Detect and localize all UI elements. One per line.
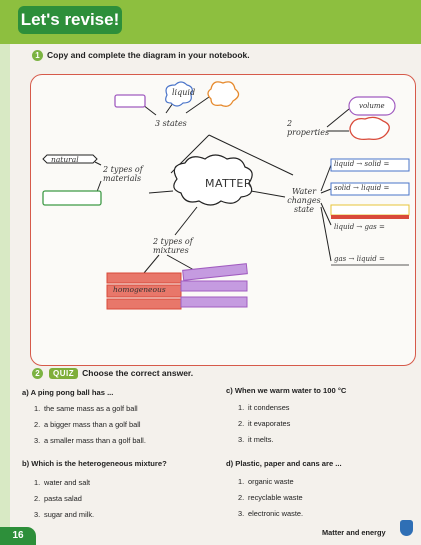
property-blob-red — [349, 116, 390, 141]
question-b-option-3[interactable]: 3.sugar and milk. — [34, 510, 95, 519]
change-row-1-box — [330, 158, 410, 172]
quiz-instruction: Choose the correct answer. — [82, 368, 194, 378]
question-a-option-3[interactable]: 3.a smaller mass than a golf ball. — [34, 436, 146, 445]
state-blob-orange — [207, 81, 240, 107]
change-1-from: liquid — [334, 160, 355, 168]
matter-cloud — [173, 154, 253, 206]
option-text: it evaporates — [248, 419, 291, 428]
change-4-to: liquid = — [356, 255, 385, 263]
question-b-option-1[interactable]: 1.water and salt — [34, 478, 91, 487]
link-water-2 — [320, 188, 332, 194]
change-3-from: liquid — [334, 223, 355, 231]
matter-label: MATTER — [205, 177, 252, 190]
shield-icon — [400, 520, 413, 536]
change-4-from: gas — [334, 255, 347, 263]
question-d-option-2[interactable]: 2.recyclable waste — [238, 493, 303, 502]
change-row-2-yellow — [330, 204, 410, 216]
link-matter-water — [250, 190, 286, 198]
side-stripe — [0, 44, 10, 545]
change-row-3: liquid → gas = — [334, 223, 385, 231]
question-d-option-3[interactable]: 3.electronic waste. — [238, 509, 304, 518]
question-d-option-1[interactable]: 1.organic waste — [238, 477, 294, 486]
link-water-3 — [320, 202, 332, 226]
question-b-option-2[interactable]: 2.pasta salad — [34, 494, 82, 503]
homogeneous-bar-top — [106, 272, 182, 284]
page-number: 16 — [0, 527, 36, 545]
link-states-liquid — [165, 102, 174, 114]
option-text: pasta salad — [44, 494, 82, 503]
homogeneous-bar-bottom — [106, 298, 182, 310]
option-text: water and salt — [44, 478, 91, 487]
water-changes-label: Water changes state — [287, 187, 321, 214]
task1-instruction: Copy and complete the diagram in your no… — [47, 50, 250, 60]
volume-label: volume — [359, 102, 385, 110]
link-water-1 — [320, 164, 332, 192]
question-a-option-1[interactable]: 1.the same mass as a golf ball — [34, 404, 138, 413]
change-row-4: gas → liquid = — [334, 255, 385, 263]
homogeneous-label: homogeneous — [113, 285, 166, 294]
natural-label: natural — [51, 155, 79, 164]
change-1-to: solid = — [364, 160, 390, 168]
task1-row: 1 Copy and complete the diagram in your n… — [32, 50, 250, 62]
change-2-from: solid — [334, 184, 351, 192]
types-materials-label: 2 types of materials — [103, 165, 143, 183]
question-b: b) Which is the heterogeneous mixture? — [22, 459, 167, 468]
states-label: 3 states — [155, 119, 187, 128]
question-c-option-3[interactable]: 3.it melts. — [238, 435, 274, 444]
option-text: organic waste — [248, 477, 294, 486]
option-text: a smaller mass than a golf ball. — [44, 436, 146, 445]
change-2-to: liquid = — [361, 184, 390, 192]
page-title: Let's revise! — [18, 6, 122, 34]
link-matter-properties — [208, 134, 294, 176]
change-3-to: gas = — [364, 223, 385, 231]
link-matter-materials — [148, 190, 174, 194]
change-row-2-box — [330, 182, 410, 196]
option-text: it melts. — [248, 435, 274, 444]
link-water-4 — [320, 206, 332, 262]
state-box-purple — [114, 94, 146, 108]
question-d: d) Plastic, paper and cans are ... — [226, 459, 342, 468]
option-text: sugar and milk. — [44, 510, 95, 519]
hetero-bar-top — [182, 263, 248, 281]
types-mixtures-label: 2 types of mixtures — [153, 237, 193, 255]
material-box-green — [42, 190, 102, 206]
option-text: recyclable waste — [248, 493, 303, 502]
quiz-number: 2 — [32, 368, 43, 380]
option-text: the same mass as a golf ball — [44, 404, 138, 413]
question-a: a) A ping pong ball has ... — [22, 388, 114, 397]
hetero-bar — [180, 280, 248, 292]
liquid-blob — [165, 81, 193, 107]
option-text: a bigger mass than a golf ball — [44, 420, 141, 429]
task1-number: 1 — [32, 50, 43, 62]
change-row-2: solid → liquid = — [334, 184, 390, 192]
natural-banner — [42, 154, 98, 164]
question-a-option-2[interactable]: 2.a bigger mass than a golf ball — [34, 420, 141, 429]
hetero-bar-bottom — [180, 296, 248, 308]
diagram-drawing — [42, 81, 410, 310]
liquid-label: liquid — [172, 88, 196, 97]
change-row-1: liquid → solid = — [334, 160, 390, 168]
option-text: it condenses — [248, 403, 290, 412]
quiz-badge: QUIZ — [49, 368, 79, 379]
footer-unit-label: Matter and energy — [322, 528, 386, 537]
volume-oval — [348, 96, 396, 116]
option-text: electronic waste. — [248, 509, 304, 518]
change-row-3-red-band — [331, 215, 409, 219]
question-c-option-2[interactable]: 2.it evaporates — [238, 419, 291, 428]
properties-label: 2 properties — [287, 119, 330, 137]
diagram-frame: MATTER liquid 3 states 2 properties volu… — [30, 74, 416, 366]
question-c: c) When we warm water to 100 °C — [226, 386, 347, 395]
link-matter-mixtures — [174, 206, 198, 236]
link-props-volume — [326, 108, 350, 128]
link-materials-natural — [94, 161, 102, 166]
link-states-cloud — [185, 96, 210, 114]
question-c-option-1[interactable]: 1.it condenses — [238, 403, 290, 412]
